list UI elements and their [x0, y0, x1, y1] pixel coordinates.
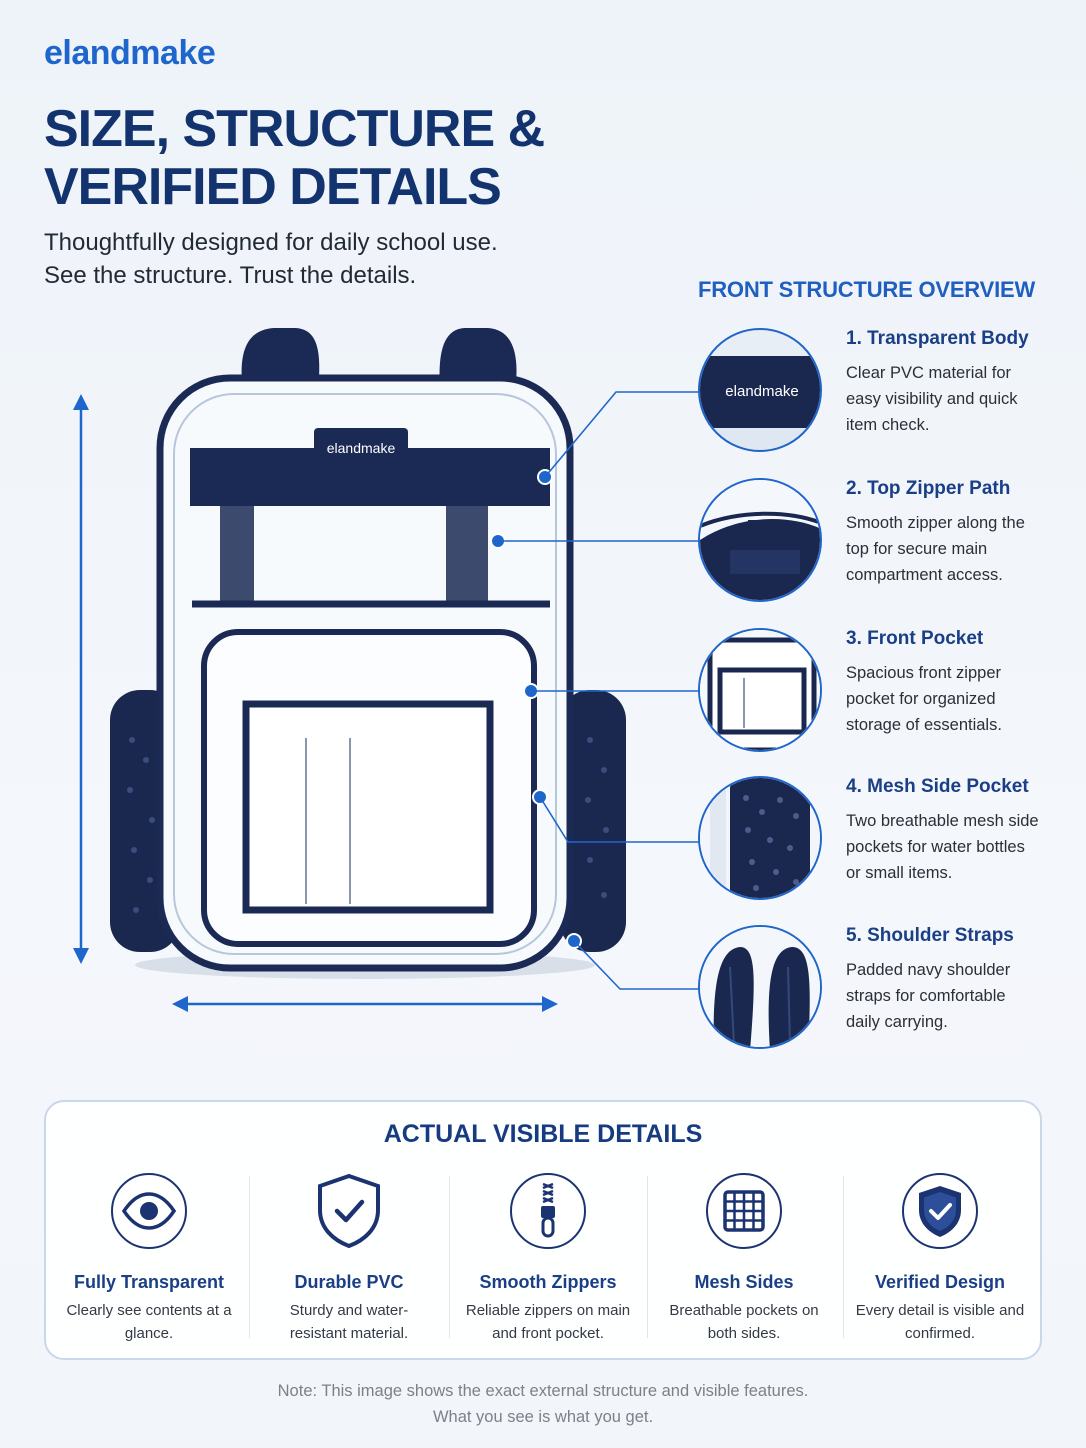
height-arrow-icon [73, 394, 89, 964]
note-line-1: Note: This image shows the exact externa… [277, 1382, 809, 1400]
divider [843, 1176, 844, 1338]
feature-desc: Every detail is visible and confirmed. [855, 1302, 1025, 1342]
subtitle-line-2: See the structure. Trust the details. [44, 262, 417, 289]
note-line-2: What you see is what you get. [432, 1408, 654, 1426]
backpack-illustration: elandmake [73, 328, 626, 1012]
title-line-1: SIZE, STRUCTURE & [44, 100, 545, 158]
top-zipper-thumb [698, 478, 822, 602]
divider [449, 1176, 450, 1338]
callout-desc: Padded navy shoulder straps for comforta… [846, 961, 1011, 1031]
shoulder-straps-thumb [698, 925, 822, 1049]
callout-title: 4. Mesh Side Pocket [846, 776, 1029, 797]
thumb-logo-label: elandmake [725, 383, 798, 400]
footer-note: Note: This image shows the exact externa… [0, 1378, 1086, 1430]
front-structure-heading: FRONT STRUCTURE OVERVIEW [698, 277, 1036, 302]
shield-check-icon [310, 1172, 388, 1250]
feature-desc: Clearly see contents at a glance. [66, 1302, 232, 1342]
grid-icon [705, 1172, 783, 1250]
callout-desc: Smooth zipper along the top for secure m… [846, 514, 1025, 584]
visible-details-panel: ACTUAL VISIBLE DETAILS Fully Transparent… [44, 1100, 1042, 1360]
bag-logo-label: elandmake [327, 440, 396, 456]
divider [647, 1176, 648, 1338]
front-pocket-thumb [698, 628, 822, 752]
feature-title: Smooth Zippers [479, 1272, 617, 1292]
feature-desc: Reliable zippers on main and front pocke… [465, 1302, 631, 1342]
brand-logo: elandmake [44, 34, 216, 72]
zipper-icon [509, 1172, 587, 1250]
callout-desc: Two breathable mesh side pockets for wat… [846, 812, 1039, 882]
transparent-body-thumb: elandmake [698, 328, 822, 452]
feature-fully-transparent: Fully Transparent Clearly see contents a… [51, 1172, 247, 1345]
feature-smooth-zippers: Smooth Zippers Reliable zippers on main … [450, 1172, 646, 1345]
width-arrow-icon [172, 996, 558, 1012]
callout-desc: Spacious front zipper pocket for organiz… [846, 664, 1002, 734]
title-line-2: VERIFIED DETAILS [44, 158, 502, 216]
callout-title: 1. Transparent Body [846, 328, 1029, 349]
callout-desc: Clear PVC material for easy visibility a… [846, 364, 1018, 434]
feature-title: Verified Design [874, 1272, 1006, 1292]
feature-title: Mesh Sides [694, 1272, 794, 1292]
feature-desc: Sturdy and water-resistant material. [289, 1302, 409, 1342]
callout-title: 5. Shoulder Straps [846, 925, 1014, 946]
feature-title: Fully Transparent [73, 1272, 225, 1292]
feature-desc: Breathable pockets on both sides. [669, 1302, 819, 1342]
verified-shield-icon [901, 1172, 979, 1250]
feature-durable-pvc: Durable PVC Sturdy and water-resistant m… [251, 1172, 447, 1345]
eye-icon [110, 1172, 188, 1250]
feature-verified-design: Verified Design Every detail is visible … [842, 1172, 1038, 1345]
page-title: SIZE, STRUCTURE & VERIFIED DETAILS [44, 100, 545, 216]
feature-mesh-sides: Mesh Sides Breathable pockets on both si… [646, 1172, 842, 1345]
visible-details-heading: ACTUAL VISIBLE DETAILS [383, 1120, 703, 1148]
divider [249, 1176, 250, 1338]
subtitle-line-1: Thoughtfully designed for daily school u… [44, 229, 498, 256]
subtitle: Thoughtfully designed for daily school u… [44, 226, 498, 292]
feature-title: Durable PVC [294, 1272, 404, 1292]
callout-title: 3. Front Pocket [846, 628, 984, 649]
mesh-side-pocket-thumb [698, 776, 822, 900]
callout-title: 2. Top Zipper Path [846, 478, 1011, 499]
